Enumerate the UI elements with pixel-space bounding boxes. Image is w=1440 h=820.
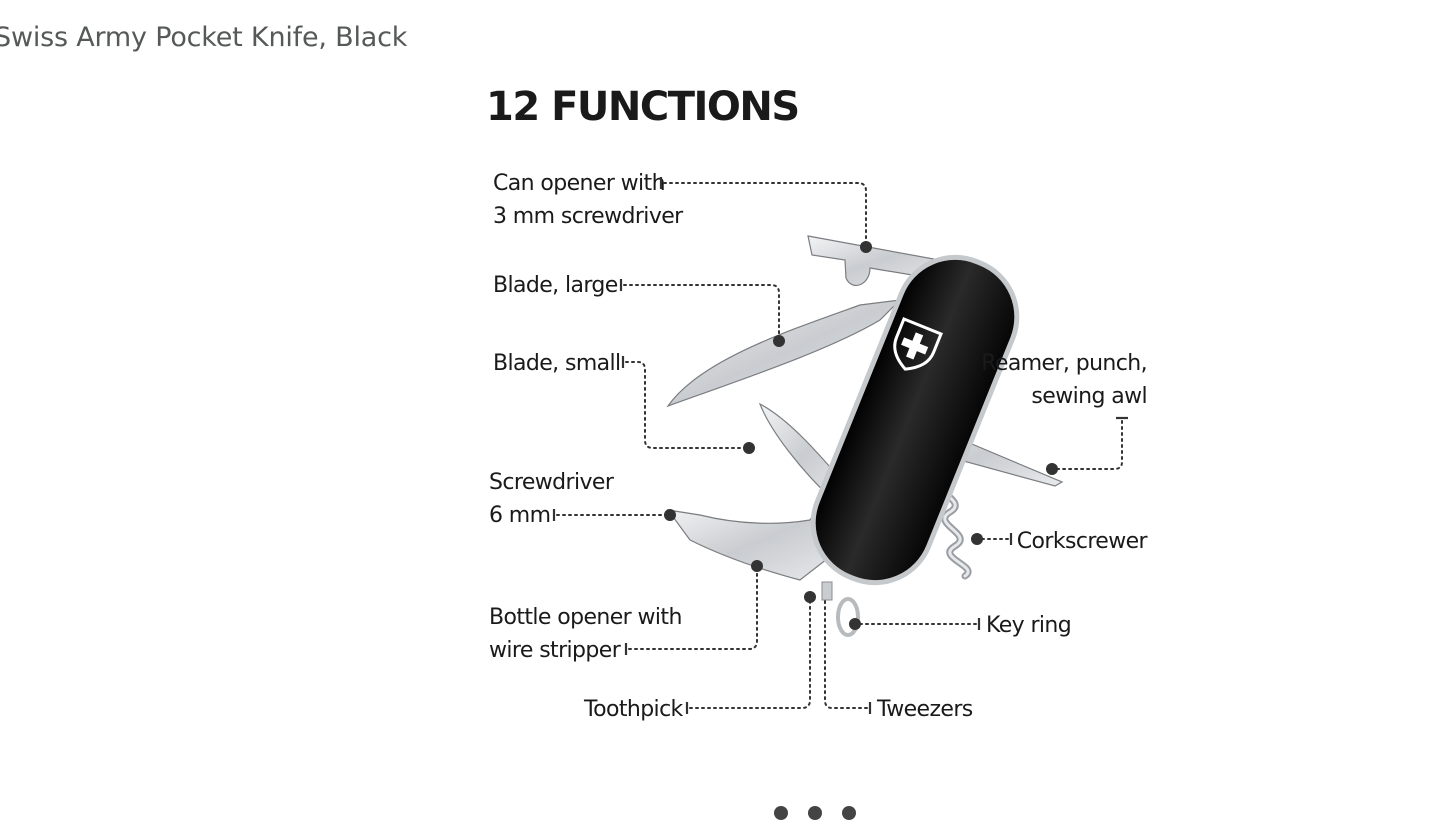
carousel-dot-1[interactable] (774, 806, 788, 820)
carousel-dot-2[interactable] (808, 806, 822, 820)
svg-text:3 mm screwdriver: 3 mm screwdriver (493, 204, 684, 229)
infographic-heading: 12 FUNCTIONS (486, 84, 799, 130)
svg-text:wire stripper: wire stripper (489, 638, 622, 663)
tweezers-tool (821, 581, 833, 601)
large-blade-tool (666, 299, 902, 408)
carousel-dot-3[interactable] (842, 806, 856, 820)
label-key-ring: Key ring (986, 613, 1071, 638)
label-can-opener: Can opener with 3 mm screwdriver (493, 171, 685, 229)
key-ring-tool (836, 597, 860, 637)
svg-text:Screwdriver: Screwdriver (489, 470, 615, 495)
label-screwdriver: Screwdriver 6 mm (489, 470, 615, 528)
label-blade-small: Blade, small (493, 351, 621, 376)
knife-handle (810, 254, 1020, 586)
svg-text:sewing awl: sewing awl (1031, 384, 1147, 409)
label-corkscrewer: Corkscrewer (1017, 529, 1149, 554)
svg-text:6 mm: 6 mm (489, 503, 550, 528)
leader-lines (552, 177, 1128, 714)
label-blade-large: Blade, large (493, 273, 618, 298)
label-toothpick: Toothpick (583, 697, 684, 722)
image-carousel-dots[interactable] (774, 806, 856, 820)
svg-text:Bottle opener with: Bottle opener with (489, 605, 682, 630)
label-bottle-opener: Bottle opener with wire stripper (489, 605, 682, 663)
svg-text:Reamer, punch,: Reamer, punch, (981, 351, 1147, 376)
knife-illustration (666, 235, 1064, 637)
cross-shield-icon (893, 317, 943, 371)
label-tweezers: Tweezers (876, 697, 973, 722)
label-reamer: Reamer, punch, sewing awl (981, 351, 1147, 409)
bottle-opener-tool (666, 503, 846, 581)
product-title: Swiss Army Pocket Knife, Black (0, 22, 408, 53)
svg-text:Can opener with: Can opener with (493, 171, 665, 196)
